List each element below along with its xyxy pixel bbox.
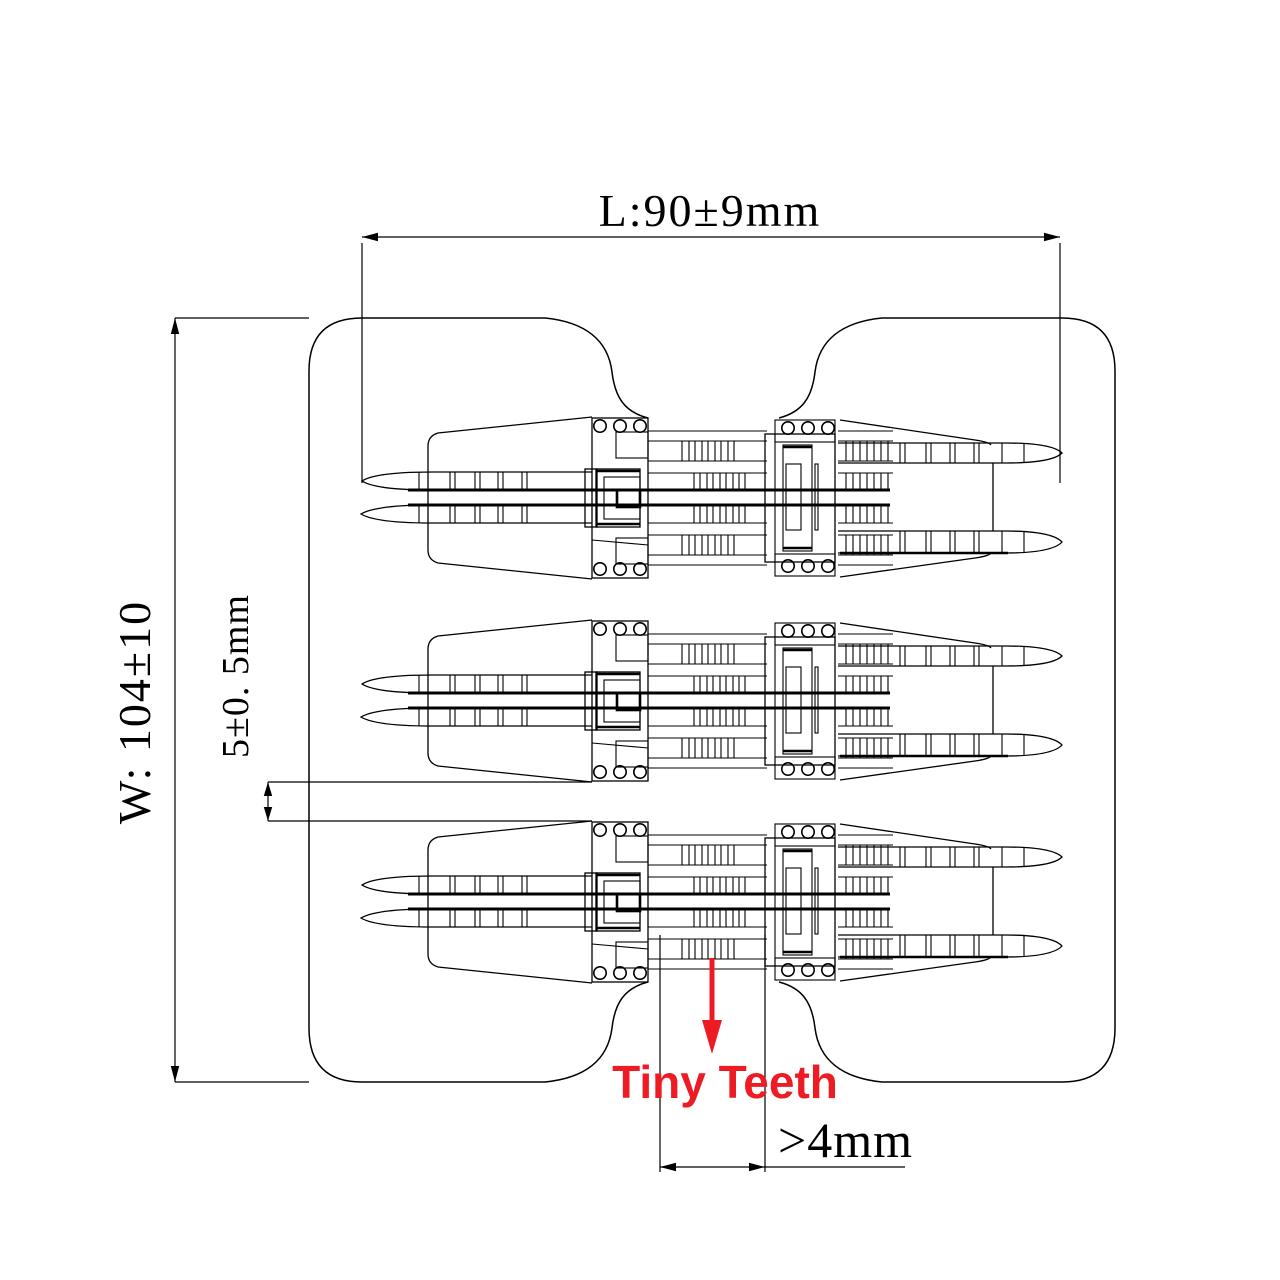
width-dimension-label: W: 104±10 [109, 600, 160, 824]
dim-arrow-right [1044, 232, 1060, 242]
dim-arrow-top [170, 318, 180, 334]
dim-arrow-left [362, 232, 378, 242]
dimension-width: W: 104±10 [109, 317, 309, 1083]
clip-assembly-row-1 [359, 415, 1064, 581]
dimension-teeth-gap: >4mm [659, 935, 913, 1172]
tiny-teeth-arrow-head [702, 1020, 722, 1054]
length-dimension-label: L:90±9mm [599, 185, 822, 236]
dim-arrow-bottom [170, 1066, 180, 1082]
dimension-row-gap: 5±0. 5mm [215, 594, 592, 822]
dim-arrow-gap-top [263, 782, 273, 796]
dim-arrow-teeth-left [660, 1162, 676, 1172]
dim-arrow-gap-bottom [263, 807, 273, 821]
tiny-teeth-annotation: Tiny Teeth [612, 958, 838, 1108]
pouch-outline [308, 317, 1116, 1083]
row-gap-dimension-label: 5±0. 5mm [215, 594, 257, 758]
tiny-teeth-label: Tiny Teeth [612, 1056, 838, 1108]
teeth-gap-dimension-label: >4mm [778, 1112, 913, 1168]
dim-arrow-teeth-right [749, 1162, 765, 1172]
dimension-length: L:90±9mm [361, 185, 1061, 483]
clip-assembly-row-2 [359, 618, 1064, 784]
